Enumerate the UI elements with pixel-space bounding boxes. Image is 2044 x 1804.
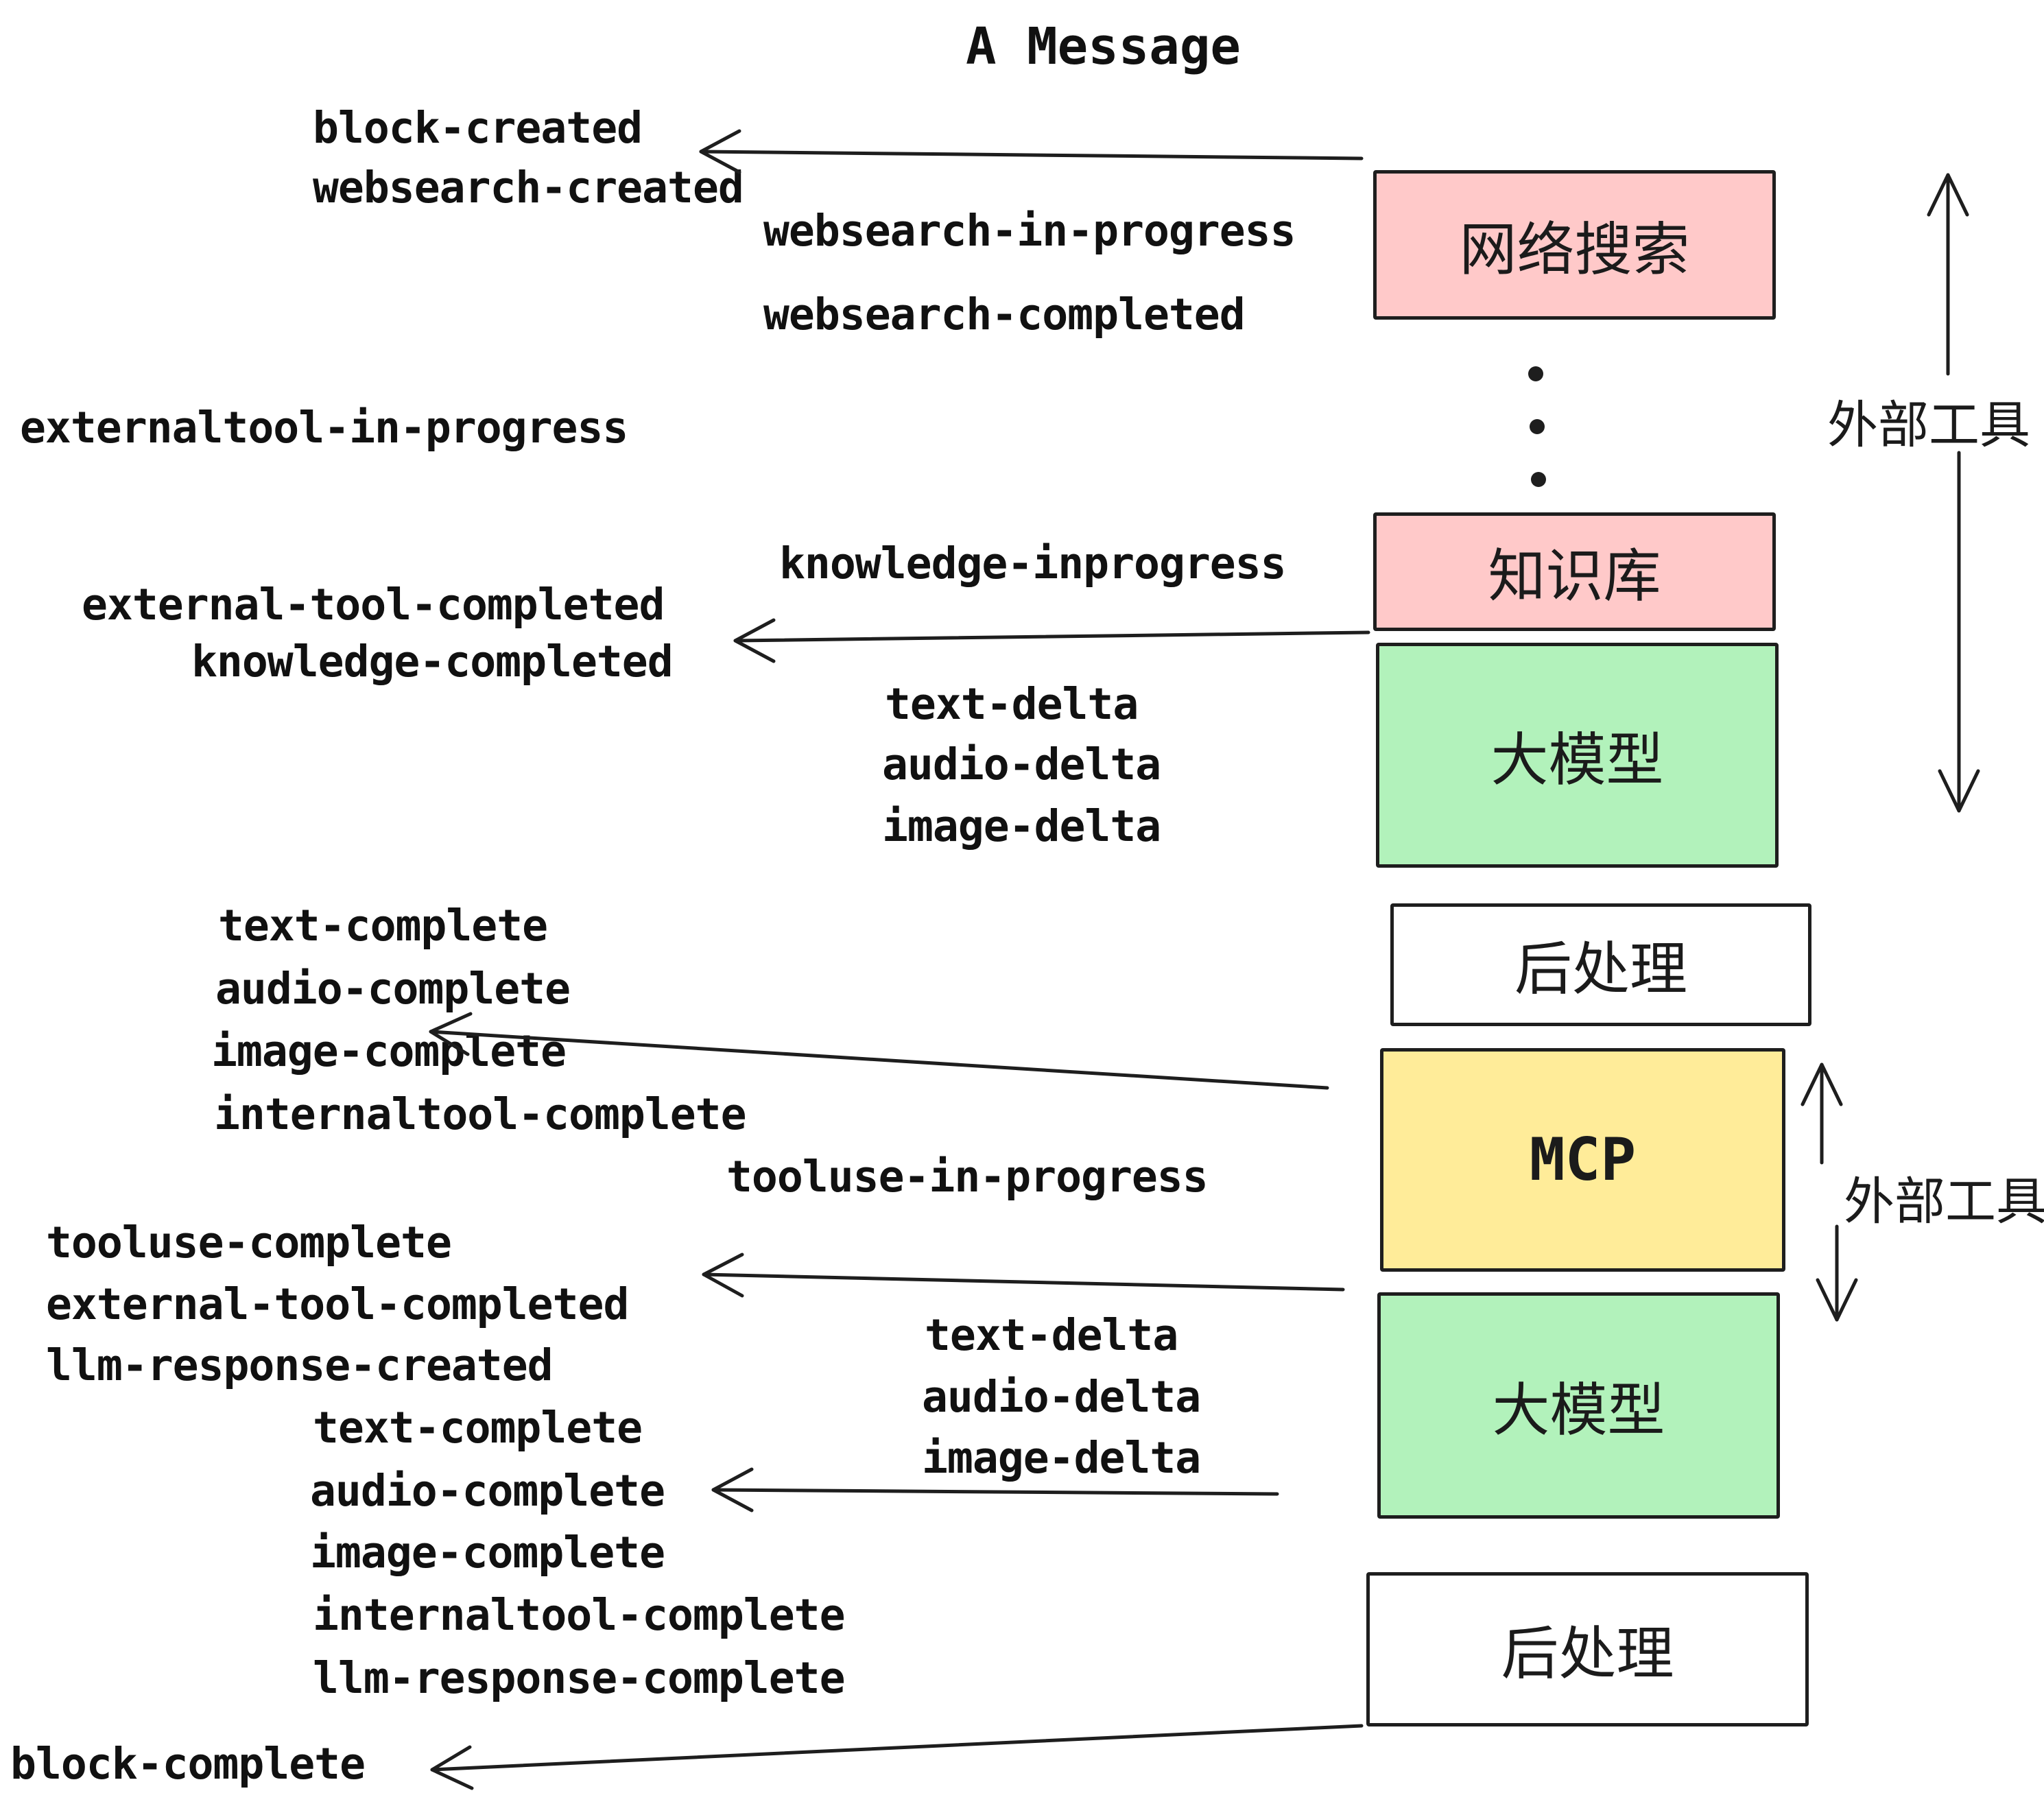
event-label-websearch-created: websearch-created xyxy=(313,163,744,213)
event-label-llm-response-created: llm-response-created xyxy=(46,1340,554,1390)
ellipsis-dot-1 xyxy=(1528,366,1543,381)
node-postprocess-1-label: 后处理 xyxy=(1514,937,1687,1001)
arrow-block-created xyxy=(699,129,1364,174)
external-tools-range-arrow-1 xyxy=(1927,173,1980,813)
node-websearch-label: 网络搜索 xyxy=(1459,217,1690,282)
event-label-tooluse-in-progress: tooluse-in-progress xyxy=(726,1152,1209,1202)
event-label-tooluse-complete: tooluse-complete xyxy=(46,1218,452,1268)
ellipsis-dot-2 xyxy=(1530,419,1545,434)
node-llm-2: 大模型 xyxy=(1377,1292,1780,1519)
arrow-knowledge-completed xyxy=(733,618,1370,663)
event-label-block-created: block-created xyxy=(313,103,643,153)
external-tools-label-1: 外部工具 xyxy=(1827,396,2030,453)
diagram-title: A Message xyxy=(966,17,1241,76)
node-postprocess-1: 后处理 xyxy=(1390,903,1811,1026)
arrow-audio-complete xyxy=(711,1467,1279,1512)
node-postprocess-2: 后处理 xyxy=(1366,1572,1809,1726)
node-knowledge-base: 知识库 xyxy=(1373,512,1776,631)
node-mcp: MCP xyxy=(1380,1048,1785,1272)
event-label-text-complete-1: text-complete xyxy=(218,901,548,951)
event-label-audio-delta-1: audio-delta xyxy=(882,739,1161,790)
event-label-audio-complete-2: audio-complete xyxy=(310,1466,665,1516)
event-label-knowledge-inprogress: knowledge-inprogress xyxy=(779,538,1287,589)
event-label-audio-delta-2: audio-delta xyxy=(922,1372,1201,1422)
event-label-image-complete-1: image-complete xyxy=(211,1026,567,1076)
event-label-image-delta-1: image-delta xyxy=(882,801,1161,851)
event-label-externaltool-in-progress: externaltool-in-progress xyxy=(20,403,628,453)
node-llm-1: 大模型 xyxy=(1376,643,1779,868)
arrow-image-complete xyxy=(429,1012,1329,1090)
event-label-knowledge-completed: knowledge-completed xyxy=(191,637,674,687)
event-label-websearch-completed: websearch-completed xyxy=(763,289,1246,340)
node-llm-1-label: 大模型 xyxy=(1490,727,1664,792)
event-label-image-complete-2: image-complete xyxy=(310,1528,665,1578)
arrow-external-tool-completed xyxy=(702,1253,1345,1298)
event-label-websearch-in-progress: websearch-in-progress xyxy=(763,206,1296,256)
node-mcp-label: MCP xyxy=(1529,1126,1637,1194)
event-label-text-delta-2: text-delta xyxy=(925,1310,1178,1360)
arrow-block-complete xyxy=(430,1724,1364,1790)
node-websearch: 网络搜索 xyxy=(1373,170,1776,320)
event-label-text-delta-1: text-delta xyxy=(885,679,1139,729)
event-label-external-tool-completed: external-tool-completed xyxy=(82,580,665,630)
node-knowledge-base-label: 知识库 xyxy=(1488,544,1661,608)
event-label-internaltool-complete-2: internaltool-complete xyxy=(313,1590,846,1640)
node-llm-2-label: 大模型 xyxy=(1492,1377,1665,1443)
ellipsis-dot-3 xyxy=(1531,472,1546,487)
event-label-image-delta-2: image-delta xyxy=(922,1433,1201,1483)
external-tools-range-arrow-2 xyxy=(1801,1063,1858,1322)
event-label-block-complete: block-complete xyxy=(10,1739,366,1789)
event-label-text-complete-2: text-complete xyxy=(313,1403,643,1453)
node-postprocess-2-label: 后处理 xyxy=(1501,1622,1674,1686)
event-label-llm-response-complete: llm-response-complete xyxy=(313,1653,846,1703)
event-label-audio-complete-1: audio-complete xyxy=(215,964,571,1014)
event-label-external-tool-completed-2: external-tool-completed xyxy=(46,1279,629,1329)
external-tools-label-2: 外部工具 xyxy=(1844,1173,2044,1230)
event-label-internaltool-complete-1: internaltool-complete xyxy=(214,1089,747,1139)
